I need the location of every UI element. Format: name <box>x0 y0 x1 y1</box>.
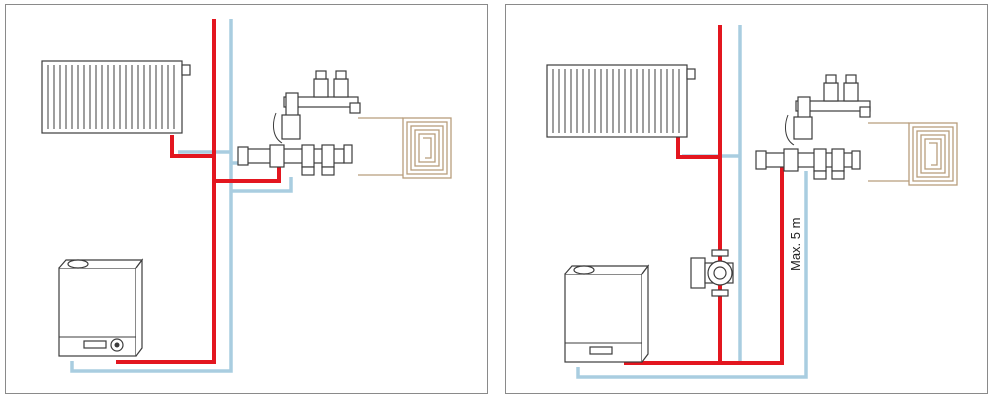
manifold-icon <box>237 70 361 176</box>
radiator-icon <box>41 60 191 134</box>
boiler-icon <box>58 258 144 357</box>
diagram-pump-connection: Max. 5 m <box>505 4 988 394</box>
underfloor-coil-icon <box>868 122 958 186</box>
boiler-icon <box>564 264 650 363</box>
supply-pipes <box>624 25 784 365</box>
max-distance-label: Max. 5 m <box>788 218 803 271</box>
diagram-direct-connection <box>5 4 488 394</box>
pump-connection-svg: Max. 5 m <box>546 25 958 379</box>
underfloor-coil-icon <box>358 117 452 179</box>
radiator-icon <box>546 64 696 138</box>
supply-pipes <box>116 19 281 364</box>
circulation-pump-icon <box>690 249 734 297</box>
direct-connection-svg <box>41 19 452 373</box>
manifold-icon <box>755 74 871 180</box>
